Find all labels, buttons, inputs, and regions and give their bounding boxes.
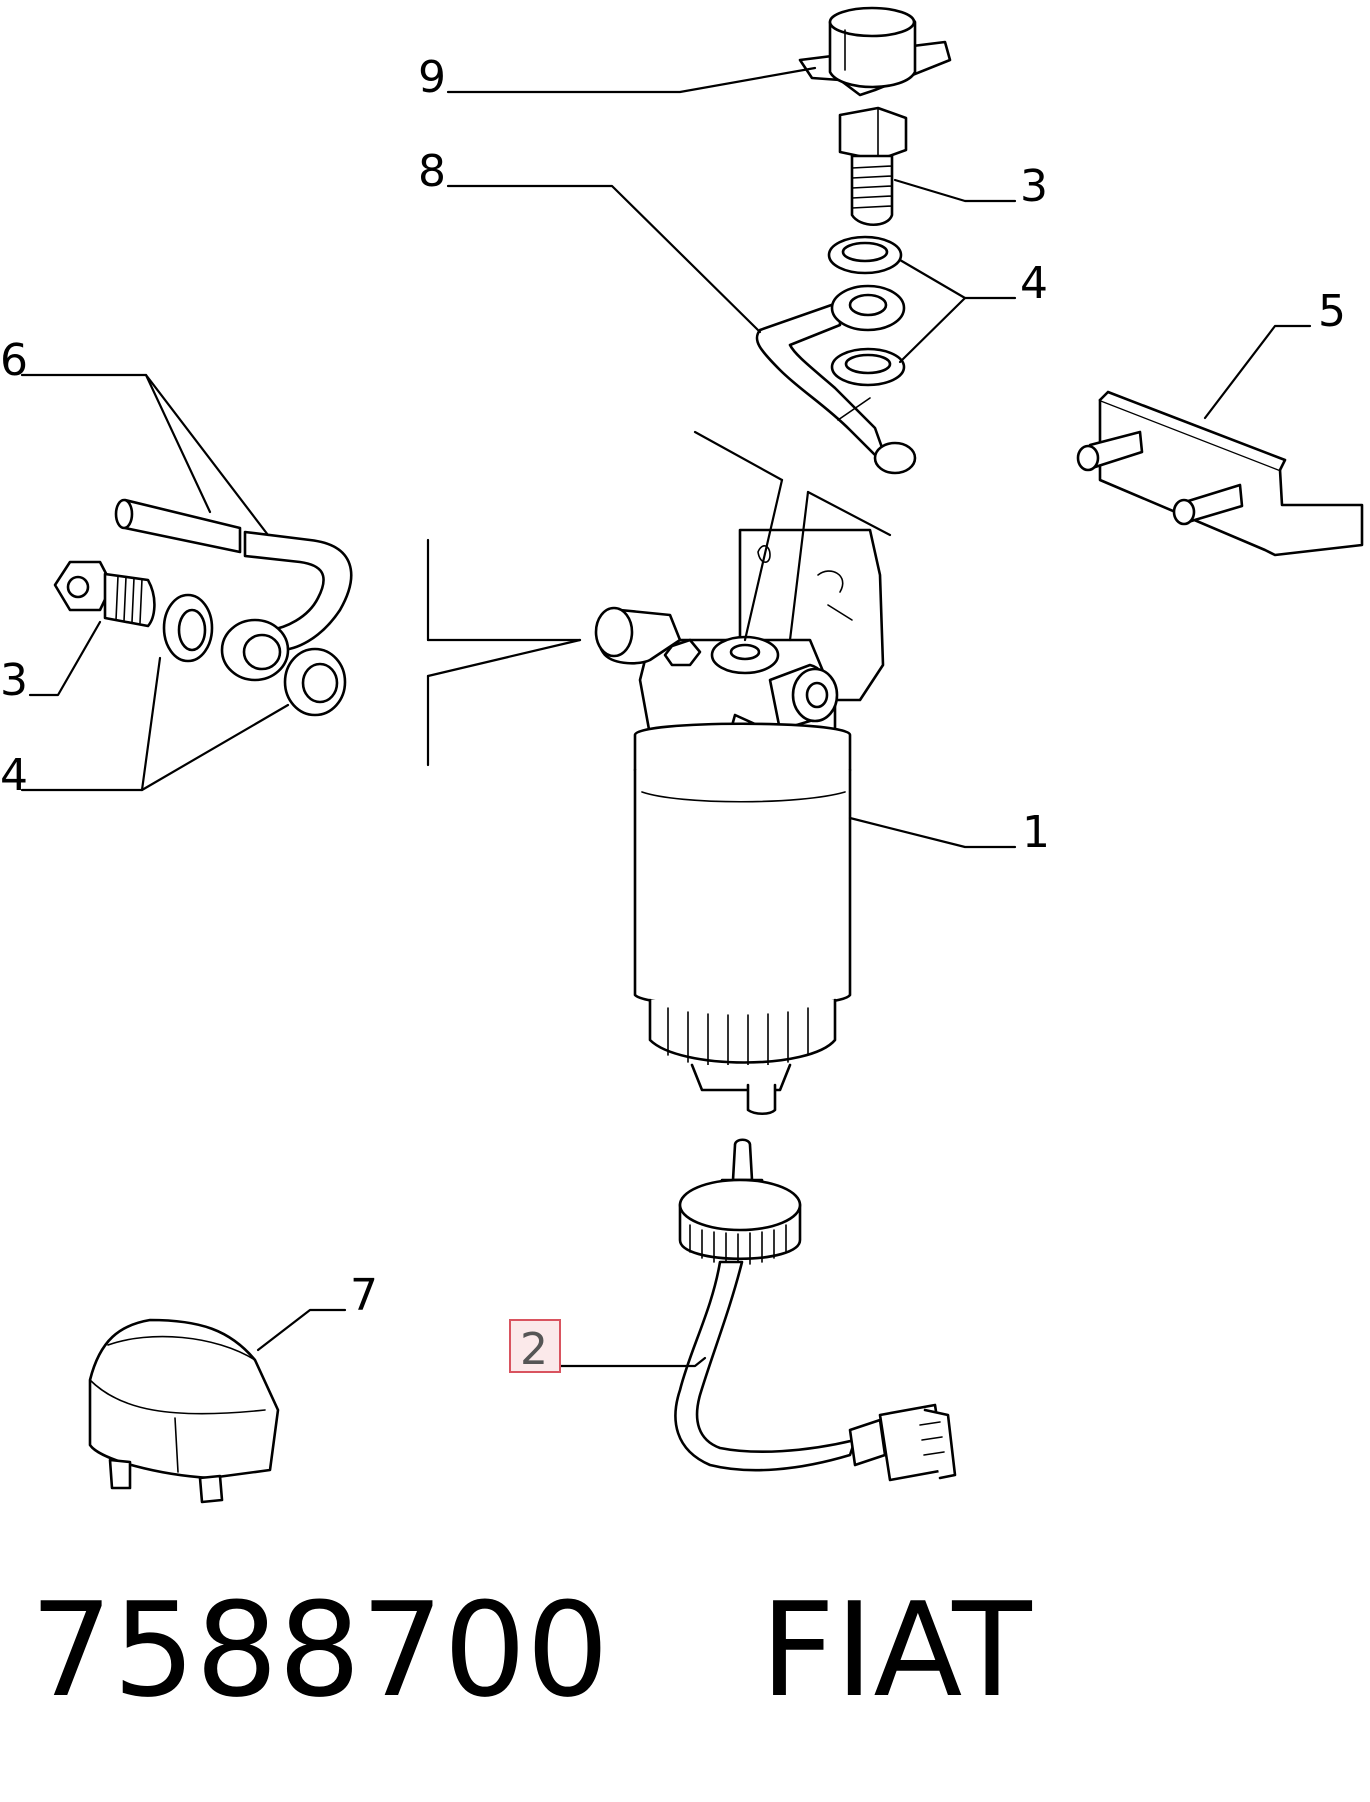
callout-2-highlight[interactable]: [510, 1320, 560, 1372]
callout-4-upper: 4: [1020, 258, 1048, 309]
part-1-fuel-filter: [596, 530, 883, 1114]
assembly-bracket-lines: [428, 432, 890, 765]
callout-6: 6: [0, 335, 28, 386]
callout-8: 8: [418, 146, 446, 197]
part-number-footer: 7588700 FIAT: [30, 1565, 1032, 1735]
callout-3-lower: 3: [0, 655, 28, 706]
part-number: 7588700: [30, 1574, 609, 1726]
part-7-relay: [90, 1320, 278, 1502]
part-6-left-pipe: [116, 500, 351, 680]
callout-2: 2: [520, 1324, 548, 1375]
part-4-lower-washers: [164, 595, 345, 715]
callout-9: 9: [418, 52, 446, 103]
part-4-upper-washers: [829, 237, 904, 385]
part-8-fuel-pipe: [757, 286, 915, 473]
callout-3-upper: 3: [1020, 161, 1048, 212]
part-5-bracket: [1078, 392, 1362, 555]
part-3-lower-bolt: [55, 562, 154, 626]
callout-5: 5: [1318, 286, 1346, 337]
leader-lines: [22, 68, 1310, 1366]
part-9-clamp: [800, 8, 950, 95]
part-3-upper-bolt: [840, 108, 906, 225]
callout-labels: 9 8 3 4 5 6 3 4 1 7 2: [0, 52, 1346, 1375]
callout-7: 7: [350, 1270, 378, 1321]
callout-4-lower: 4: [0, 750, 28, 801]
callout-1: 1: [1022, 807, 1050, 858]
part-2-water-sensor: [675, 1140, 955, 1480]
brand-name: FIAT: [760, 1574, 1032, 1726]
